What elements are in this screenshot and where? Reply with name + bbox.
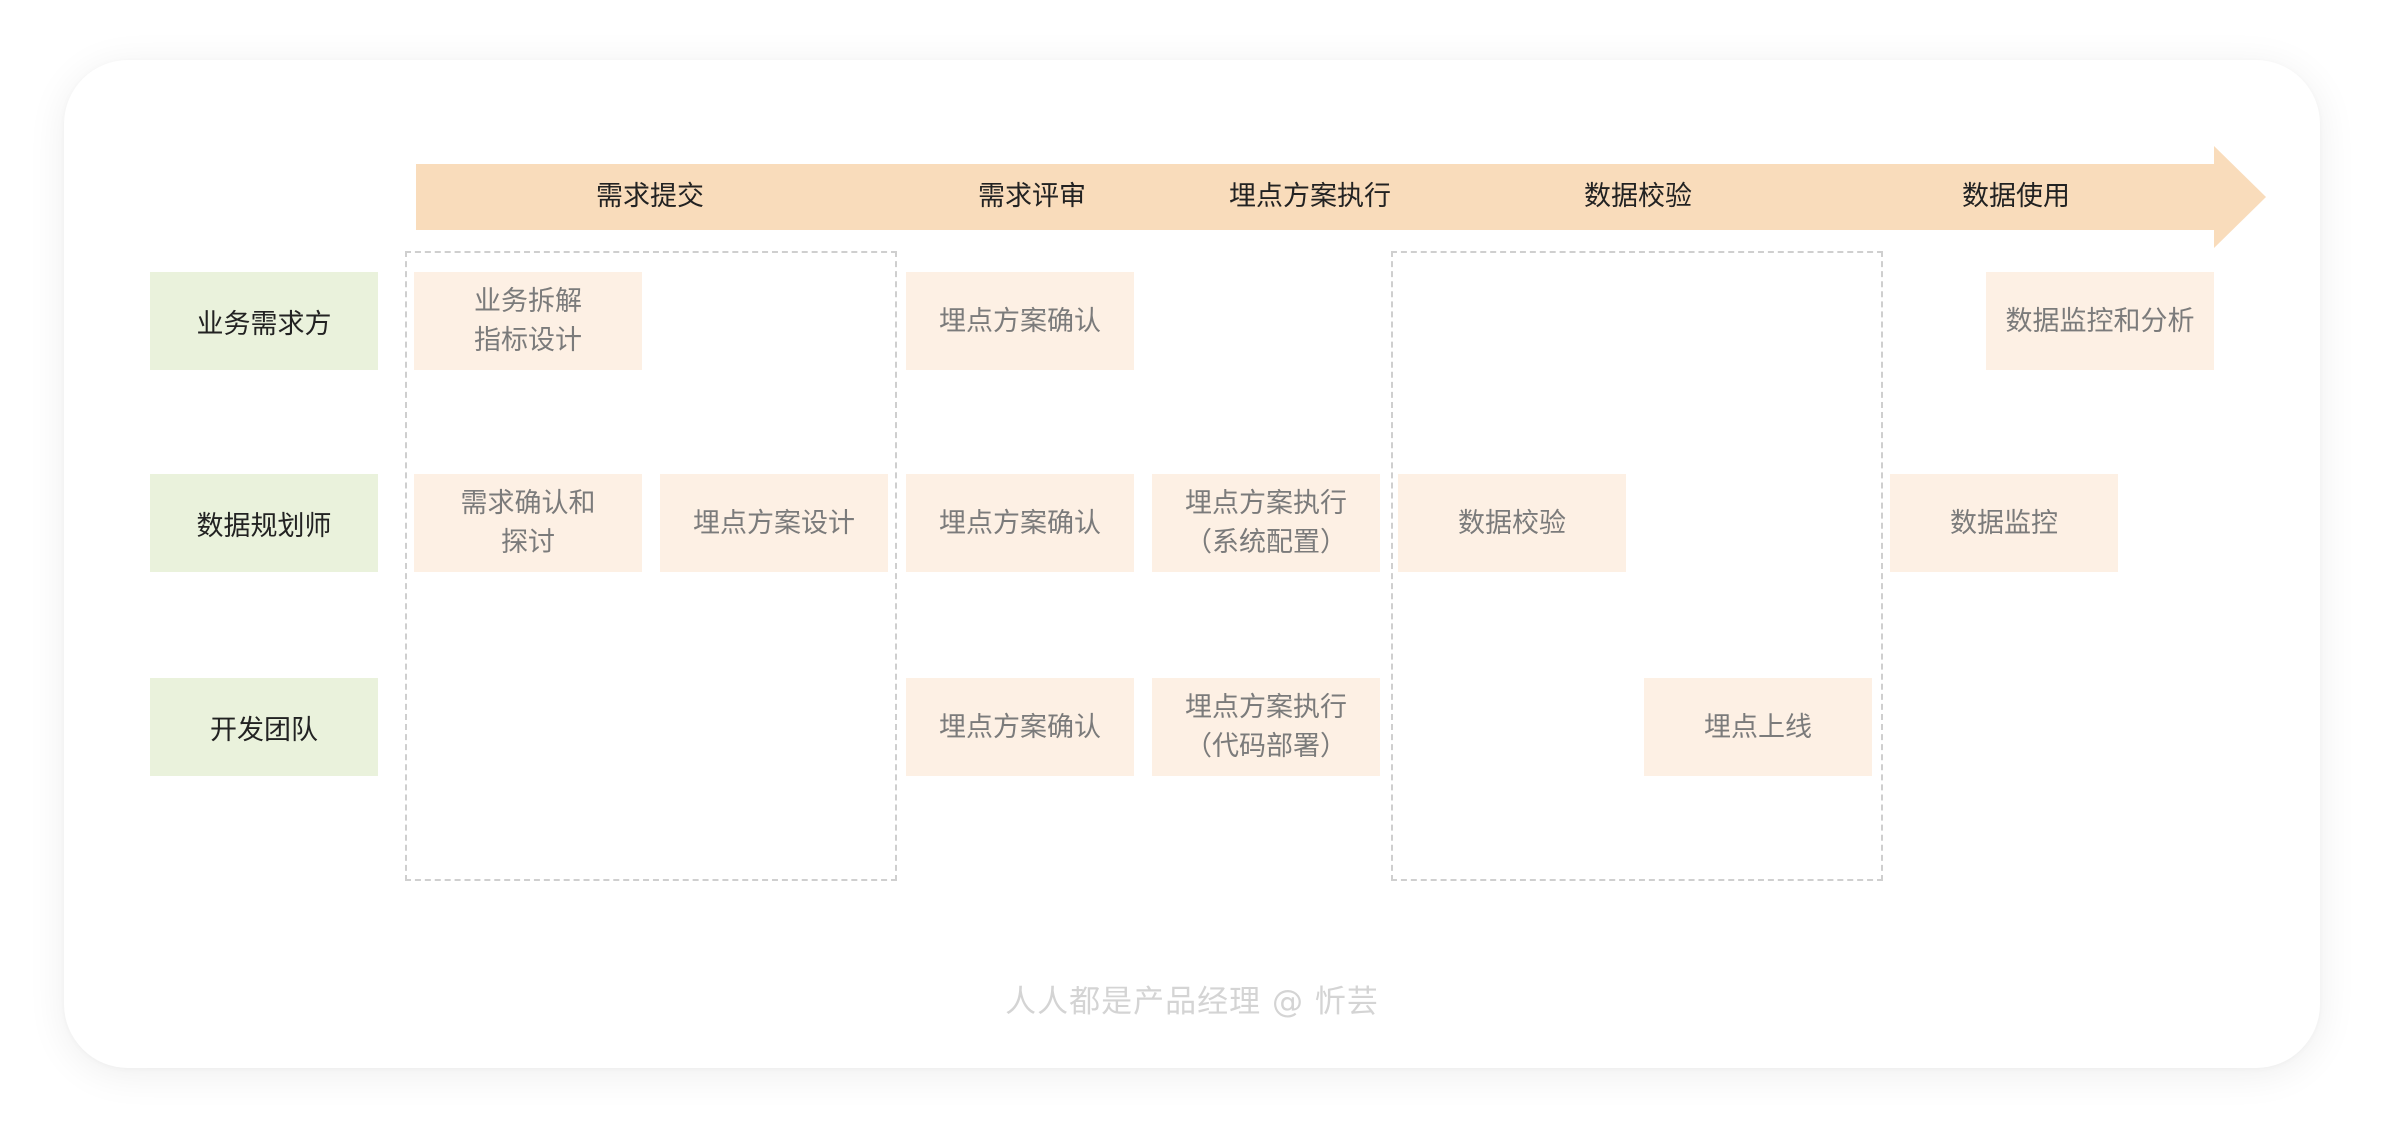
timeline-arrow-bar bbox=[416, 164, 2216, 230]
task-dev-plan-execute: 埋点方案执行 （代码部署） bbox=[1152, 678, 1380, 776]
task-dev-plan-confirm: 埋点方案确认 bbox=[906, 678, 1134, 776]
role-dev-team: 开发团队 bbox=[150, 678, 378, 776]
task-planner-plan-execute: 埋点方案执行 （系统配置） bbox=[1152, 474, 1380, 572]
watermark-text: 人人都是产品经理 @ 忻芸 bbox=[1005, 984, 1379, 1020]
stage-data-usage: 数据使用 bbox=[1962, 181, 2070, 212]
stage-requirement-submit: 需求提交 bbox=[596, 181, 704, 212]
task-planner-data-monitor: 数据监控 bbox=[1890, 474, 2118, 572]
stage-plan-execution: 埋点方案执行 bbox=[1229, 181, 1391, 212]
group-box-validation bbox=[1391, 251, 1883, 881]
task-planner-requirement-confirm: 需求确认和 探讨 bbox=[414, 474, 642, 572]
role-data-planner: 数据规划师 bbox=[150, 474, 378, 572]
task-dev-go-live: 埋点上线 bbox=[1644, 678, 1872, 776]
task-planner-plan-confirm: 埋点方案确认 bbox=[906, 474, 1134, 572]
stage-data-validation: 数据校验 bbox=[1584, 181, 1692, 212]
task-business-plan-confirm: 埋点方案确认 bbox=[906, 272, 1134, 370]
task-business-monitor-analysis: 数据监控和分析 bbox=[1986, 272, 2214, 370]
stage-requirement-review: 需求评审 bbox=[978, 181, 1086, 212]
group-box-submit bbox=[405, 251, 897, 881]
role-business-owner: 业务需求方 bbox=[150, 272, 378, 370]
task-planner-plan-design: 埋点方案设计 bbox=[660, 474, 888, 572]
task-business-breakdown: 业务拆解 指标设计 bbox=[414, 272, 642, 370]
task-planner-data-validation: 数据校验 bbox=[1398, 474, 1626, 572]
timeline-arrow-head bbox=[2214, 146, 2266, 248]
